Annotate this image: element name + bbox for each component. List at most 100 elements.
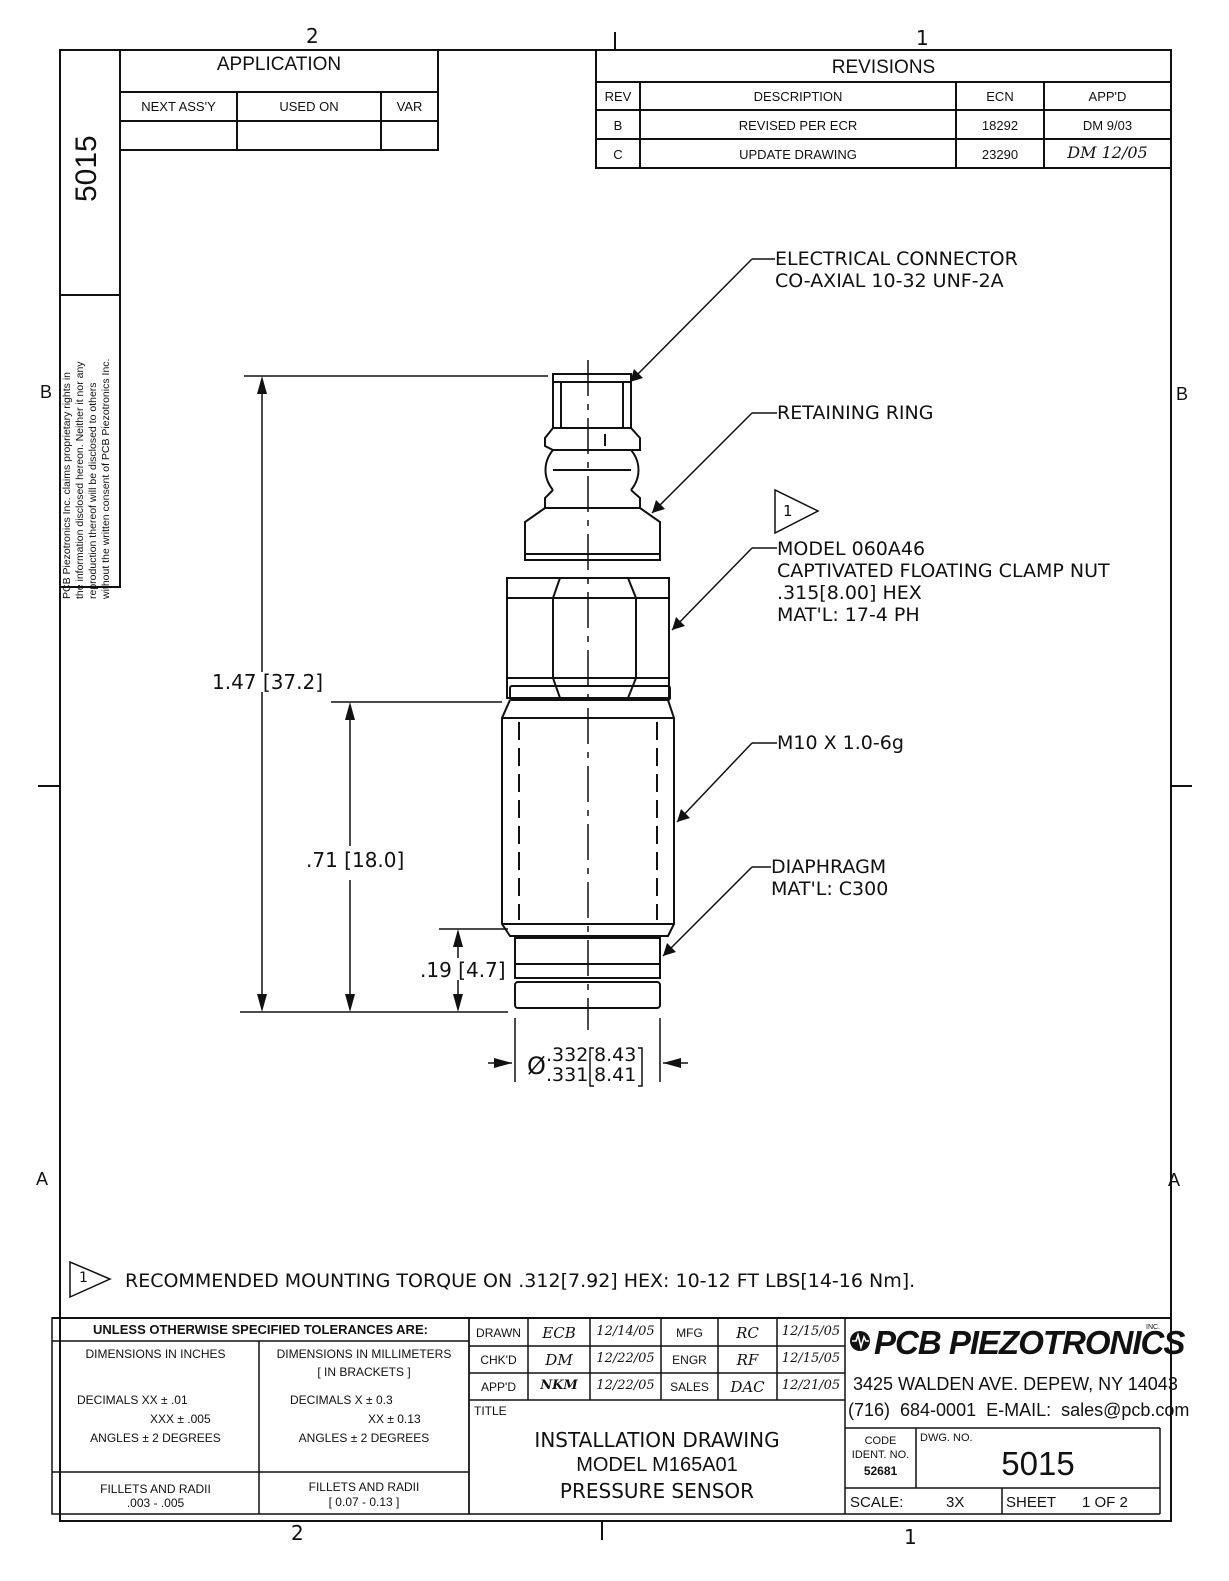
callout-line: CO-AXIAL 10-32 UNF-2A <box>775 270 1004 292</box>
dimension-lines <box>240 375 688 1082</box>
zone-label-bottom-1: 1 <box>904 1525 917 1549</box>
proprietary-notice: PCB Piezotronics Inc. claims proprietary… <box>61 309 117 599</box>
signoff-engr-date: 12/15/05 <box>781 1351 841 1366</box>
callout-line: .315[8.00] HEX <box>777 582 922 604</box>
title-label: TITLE <box>474 1404 507 1418</box>
zone-label-left-a: A <box>36 1169 49 1189</box>
signoff-mfg-label: MFG <box>676 1326 703 1340</box>
callout-line: ELECTRICAL CONNECTOR <box>775 248 1018 270</box>
tolerances-mm-header-brackets: [ IN BRACKETS ] <box>317 1365 411 1379</box>
tolerances-mm-fillets-range: [ 0.07 - 0.13 ] <box>328 1495 400 1509</box>
callout-retaining-ring: RETAINING RING <box>777 402 934 424</box>
title-line-1: INSTALLATION DRAWING <box>534 1428 780 1452</box>
application-title: APPLICATION <box>216 54 342 75</box>
tolerances-mm-fillets: FILLETS AND RADII <box>308 1480 420 1494</box>
tolerances-inch-fillets-range: .003 - .005 <box>126 1496 185 1510</box>
notice-line: without the written consent of PCB Piezo… <box>100 358 112 599</box>
scale-label: SCALE: <box>850 1494 904 1511</box>
zone-label-top-2: 2 <box>306 24 319 48</box>
revision-rev: C <box>613 147 623 162</box>
zone-label-right-b: B <box>1176 384 1189 404</box>
callout-line: DIAPHRAGM <box>771 856 887 878</box>
revisions-header-rev: REV <box>604 89 632 104</box>
scale-value: 3X <box>946 1494 965 1511</box>
notice-line: reproduction thereof will be disclosed t… <box>87 382 99 599</box>
tolerances-mm-decimals: DECIMALS X ± 0.3 <box>290 1393 393 1407</box>
revision-approval: DM 9/03 <box>1082 118 1133 133</box>
title-block-grid <box>51 1317 1161 1515</box>
signoff-mfg-by: RC <box>736 1324 759 1342</box>
sheet-label: SHEET <box>1006 1494 1057 1511</box>
note-mounting-torque: RECOMMENDED MOUNTING TORQUE ON .312[7.92… <box>125 1270 916 1292</box>
signoff-sales-date: 12/21/05 <box>781 1378 841 1393</box>
callout-diaphragm: DIAPHRAGM MAT'L: C300 <box>771 856 888 900</box>
tolerances-mm-header: DIMENSIONS IN MILLIMETERS <box>276 1347 452 1361</box>
revision-rev: B <box>613 118 623 133</box>
revisions-header-appd: APP'D <box>1088 89 1127 104</box>
ident-no-label: IDENT. NO. <box>851 1449 910 1461</box>
revisions-header-description: DESCRIPTION <box>753 89 843 104</box>
callout-line: MAT'L: C300 <box>771 878 889 900</box>
tolerances-inch-decimals-xxx: XXX ± .005 <box>150 1412 211 1426</box>
dimension-overall-length: 1.47 [37.2] <box>212 670 324 694</box>
side-dwg-number: 5015 <box>70 135 103 202</box>
dimension-body-length: .71 [18.0] <box>306 848 405 872</box>
callout-electrical-connector: ELECTRICAL CONNECTOR CO-AXIAL 10-32 UNF-… <box>775 248 1018 292</box>
signoff-chkd-by: DM <box>545 1351 573 1369</box>
company-name: PCB PIEZOTRONICS <box>874 1324 1185 1361</box>
revisions-title: REVISIONS <box>831 57 936 78</box>
diameter-upper-inch: .332 <box>546 1044 589 1066</box>
zone-label-right-a: A <box>1168 1170 1181 1190</box>
revision-description: UPDATE DRAWING <box>739 147 857 162</box>
application-header-next-assy: NEXT ASS'Y <box>141 99 216 114</box>
hidden-lines <box>518 434 658 920</box>
application-header-var: VAR <box>396 99 423 114</box>
tolerances-mm-decimals-xx: XX ± 0.13 <box>368 1412 421 1426</box>
notice-line: the information disclosed hereon. Neithe… <box>74 361 86 599</box>
tolerances-inch-angles: ANGLES ± 2 DEGREES <box>90 1431 221 1445</box>
callout-line: MODEL 060A46 <box>777 538 926 560</box>
revision-description: REVISED PER ECR <box>738 118 858 133</box>
signoff-engr-label: ENGR <box>672 1353 707 1367</box>
revision-ecn: 18292 <box>981 118 1019 133</box>
title-line-3: PRESSURE SENSOR <box>559 1479 755 1503</box>
signoff-sales-label: SALES <box>670 1380 709 1394</box>
signoff-appd-by: NKM <box>540 1378 578 1393</box>
company-contact: (716) 684-0001 E-MAIL: sales@pcb.com <box>848 1400 1190 1420</box>
diameter-brackets <box>589 1047 643 1087</box>
leader-lines <box>629 258 777 957</box>
leader-arrowheads <box>630 369 690 956</box>
company-inc: INC. <box>1146 1324 1160 1331</box>
revision-ecn: 23290 <box>981 147 1019 162</box>
dwg-number: 5015 <box>1001 1445 1075 1482</box>
revision-approval-handwritten: DM 12/05 <box>1067 143 1148 162</box>
dimension-arrows <box>257 376 681 1068</box>
signoff-chkd-date: 12/22/05 <box>596 1351 655 1366</box>
pcb-logo-emblem <box>850 1331 870 1351</box>
tolerances-title: UNLESS OTHERWISE SPECIFIED TOLERANCES AR… <box>93 1322 428 1337</box>
diameter-lower-mm: 8.41 <box>594 1064 637 1086</box>
note-flag-number: 1 <box>79 1270 88 1286</box>
notice-line: PCB Piezotronics Inc. claims proprietary… <box>61 372 73 599</box>
signoff-sales-by: DAC <box>730 1378 765 1396</box>
callout-flag-number: 1 <box>783 502 793 520</box>
signoff-engr-by: RF <box>736 1351 759 1369</box>
tolerances-inch-header: DIMENSIONS IN INCHES <box>85 1347 226 1361</box>
signoff-appd-label: APP'D <box>481 1380 516 1394</box>
signoff-mfg-date: 12/15/05 <box>781 1324 841 1339</box>
diameter-upper-mm: 8.43 <box>594 1044 637 1066</box>
zone-label-left-b: B <box>40 382 53 402</box>
signoff-drawn-by: ECB <box>542 1324 576 1342</box>
callout-thread: M10 X 1.0-6g <box>777 732 904 754</box>
zone-label-top-1: 1 <box>916 26 929 50</box>
diameter-lower-inch: .331 <box>546 1064 589 1086</box>
company-address: 3425 WALDEN AVE. DEPEW, NY 14043 <box>853 1374 1178 1394</box>
callout-line: MAT'L: 17-4 PH <box>777 604 920 626</box>
tolerances-mm-angles: ANGLES ± 2 DEGREES <box>298 1431 430 1445</box>
title-line-2: MODEL M165A01 <box>576 1454 738 1476</box>
diameter-symbol: Ø <box>527 1052 546 1080</box>
application-header-used-on: USED ON <box>279 99 339 114</box>
code-ident-number: 52681 <box>863 1464 898 1478</box>
signoff-chkd-label: CHK'D <box>480 1353 517 1367</box>
